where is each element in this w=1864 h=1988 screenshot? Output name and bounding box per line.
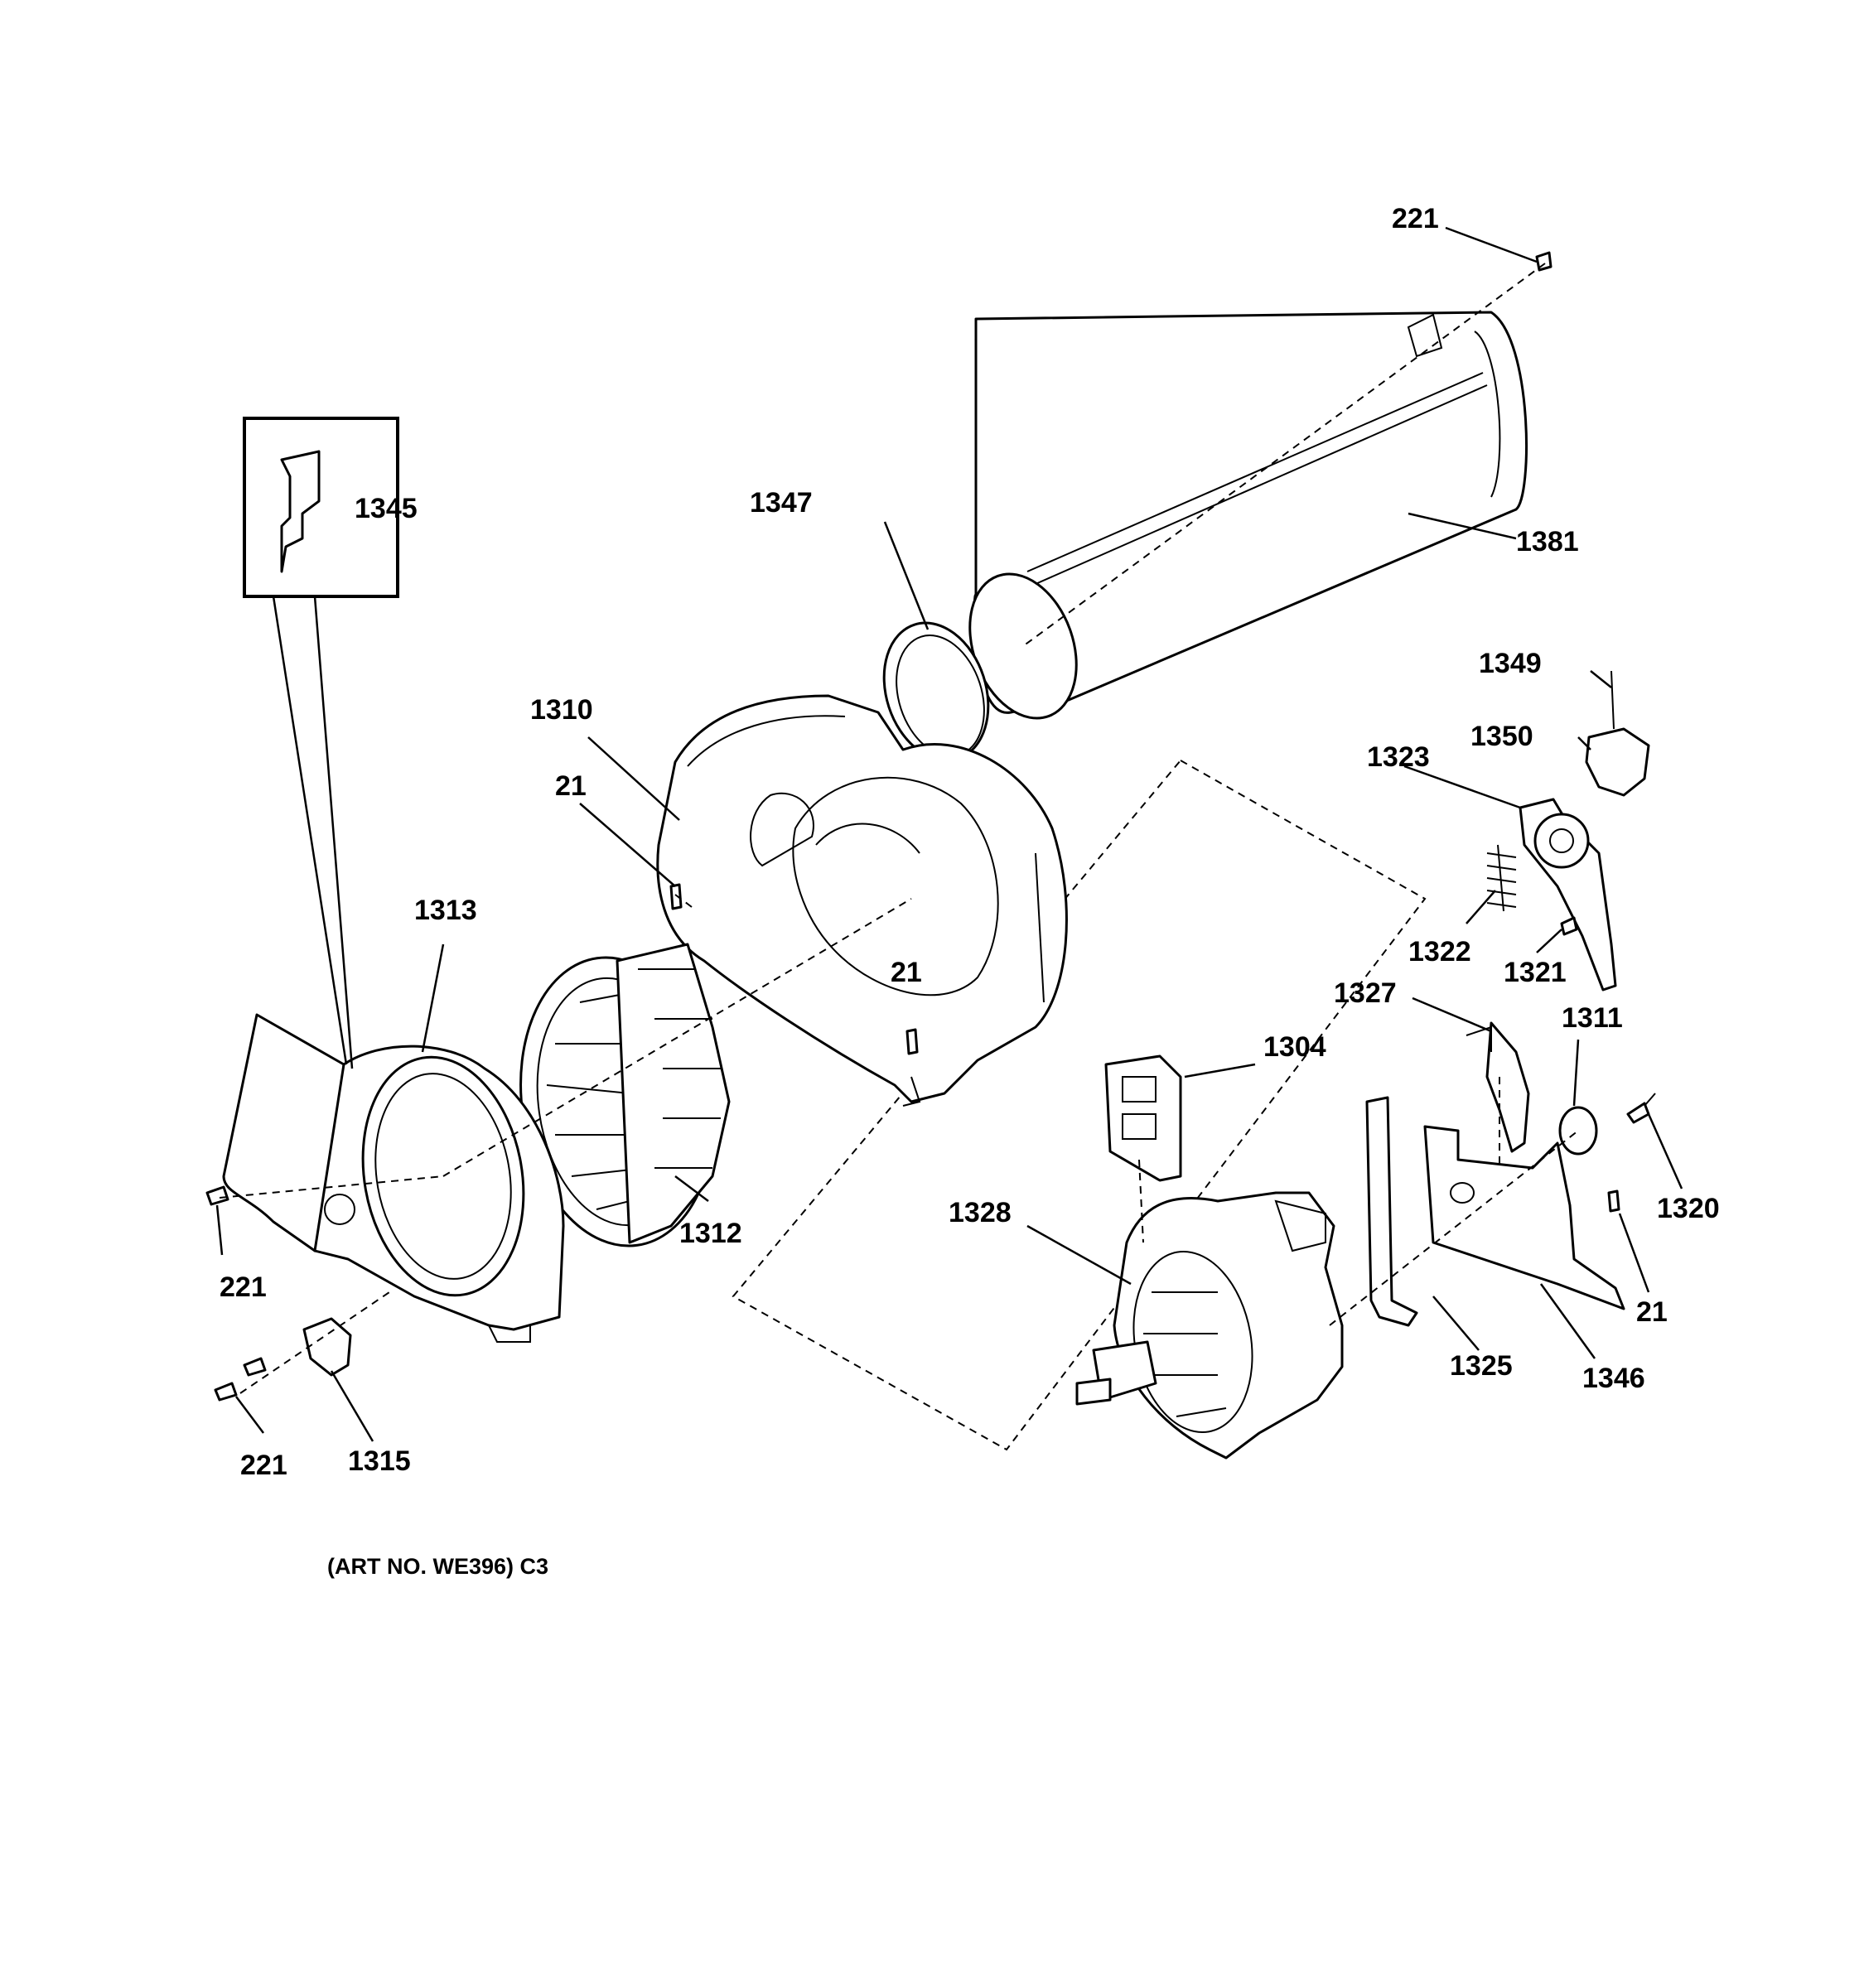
label-1346: 1346: [1582, 1363, 1645, 1394]
motor-support-bar: [1365, 1096, 1418, 1327]
label-221-left: 221: [220, 1271, 267, 1303]
motor-mount-strap: [1466, 1021, 1530, 1153]
label-1304: 1304: [1263, 1031, 1326, 1063]
inset-detail-box: [243, 417, 399, 1069]
label-1325: 1325: [1450, 1350, 1513, 1382]
label-1381: 1381: [1516, 526, 1579, 557]
label-1328: 1328: [949, 1197, 1012, 1228]
exhaust-duct: [968, 311, 1528, 720]
label-1312: 1312: [679, 1218, 742, 1249]
idler-arm: [1519, 798, 1617, 992]
label-1310: 1310: [530, 694, 593, 726]
label-21-c: 21: [1636, 1296, 1668, 1328]
blower-housing: [656, 694, 1068, 1107]
idler-pulley: [1558, 1106, 1598, 1156]
motor-switch-bracket: [1104, 1054, 1182, 1182]
label-1321: 1321: [1504, 957, 1567, 988]
label-1315: 1315: [348, 1445, 411, 1477]
label-1313: 1313: [414, 895, 477, 926]
label-221-top: 221: [1392, 203, 1439, 234]
label-21-a: 21: [555, 770, 587, 802]
screws: [205, 251, 1620, 1402]
label-1345: 1345: [355, 493, 418, 524]
label-1323: 1323: [1367, 741, 1430, 773]
part-labels: 221 1345 1347 1381 1310 21 1313 21 1349 …: [220, 203, 1720, 1481]
idler-spring: [1486, 844, 1517, 912]
label-1350: 1350: [1470, 721, 1533, 752]
label-1322: 1322: [1408, 936, 1471, 967]
motor-switch: [1585, 670, 1650, 797]
label-1311: 1311: [1562, 1002, 1623, 1034]
label-221-bottom: 221: [240, 1450, 287, 1481]
label-1327: 1327: [1334, 977, 1397, 1009]
label-1320: 1320: [1657, 1193, 1720, 1224]
label-1349: 1349: [1479, 648, 1542, 679]
blower-cover: [222, 1013, 565, 1343]
thermal-fuse: [302, 1317, 352, 1377]
art-number-caption: (ART NO. WE396) C3: [327, 1554, 548, 1579]
drive-motor: [1075, 1191, 1344, 1460]
blower-wheel: [519, 943, 731, 1247]
label-21-b: 21: [891, 957, 922, 988]
motor-mount-outline: [732, 759, 1427, 1451]
label-1347: 1347: [750, 487, 813, 519]
leader-lines: [215, 226, 1683, 1442]
motor-bracket: [1423, 1125, 1625, 1310]
assembly-lines: [219, 263, 1579, 1394]
